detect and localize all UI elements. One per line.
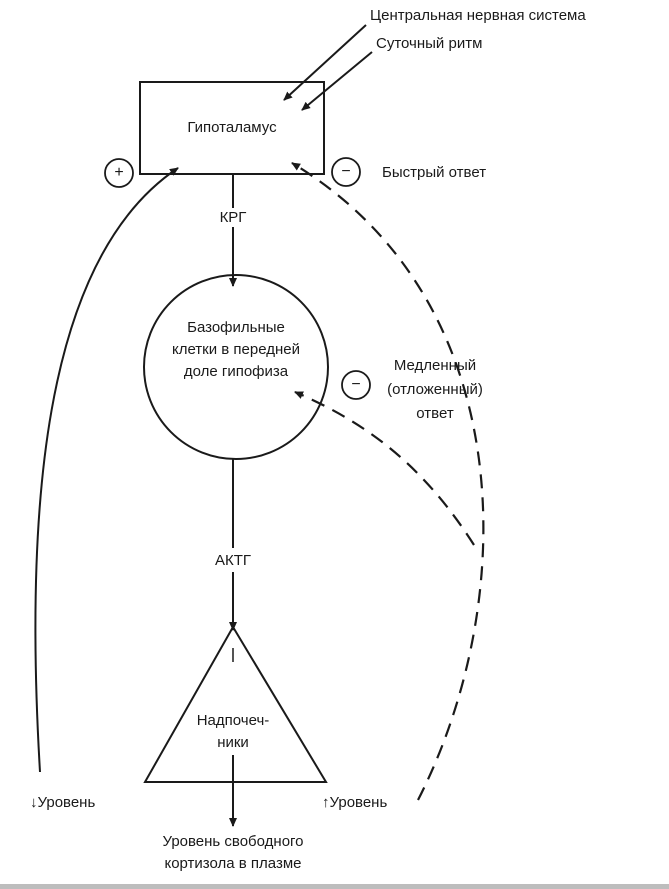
slow-feedback-arrow bbox=[294, 390, 475, 546]
hypothalamus-label: Гипоталамус bbox=[187, 119, 277, 136]
positive-sign-circle bbox=[104, 158, 134, 188]
slow-feedback-line-3: ответ bbox=[416, 405, 454, 422]
circadian-input-arrow bbox=[301, 51, 373, 111]
circadian-label: Суточный ритм bbox=[376, 35, 483, 52]
level-up-label: Уровень bbox=[329, 794, 388, 811]
pituitary-line-3: доле гипофиза bbox=[183, 363, 289, 380]
level-down-label: Уровень bbox=[37, 794, 96, 811]
output-line-1: Уровень свободного bbox=[162, 833, 304, 850]
bottom-edge bbox=[0, 884, 669, 889]
down-arrow-icon: ↓ bbox=[30, 794, 38, 811]
up-arrow-icon: ↑ bbox=[322, 794, 330, 811]
slow-feedback-line-2: (отложенный) bbox=[387, 381, 483, 398]
crh-label: КРГ bbox=[203, 208, 263, 227]
pituitary-circle bbox=[143, 274, 329, 460]
output-line-2: кортизола в плазме bbox=[164, 855, 302, 872]
fast-feedback-label: Быстрый ответ bbox=[382, 164, 487, 181]
fast-feedback-arrow bbox=[291, 162, 485, 801]
fast-negative-sign-circle bbox=[331, 157, 361, 187]
acth-label: АКТГ bbox=[198, 551, 268, 570]
adrenals-line-2: ники bbox=[217, 734, 249, 751]
level-up-indicator: ↑Уровень bbox=[322, 793, 387, 812]
positive-feedback-arrow bbox=[34, 167, 179, 773]
fast-negative-sign: − bbox=[341, 163, 351, 180]
cns-label: Центральная нервная система bbox=[370, 7, 586, 24]
positive-sign: + bbox=[114, 164, 124, 181]
adrenals-line-1: Надпочеч- bbox=[196, 712, 270, 729]
adrenal-triangle bbox=[143, 625, 328, 783]
slow-negative-sign: − bbox=[351, 376, 361, 393]
level-down-indicator: ↓Уровень bbox=[30, 793, 95, 812]
pituitary-line-1: Базофильные bbox=[187, 319, 285, 336]
slow-feedback-line-1: Медленный bbox=[393, 357, 477, 374]
slow-negative-sign-circle bbox=[341, 370, 371, 400]
pituitary-line-2: клетки в передней bbox=[171, 341, 301, 358]
cns-input-arrow bbox=[283, 24, 367, 101]
